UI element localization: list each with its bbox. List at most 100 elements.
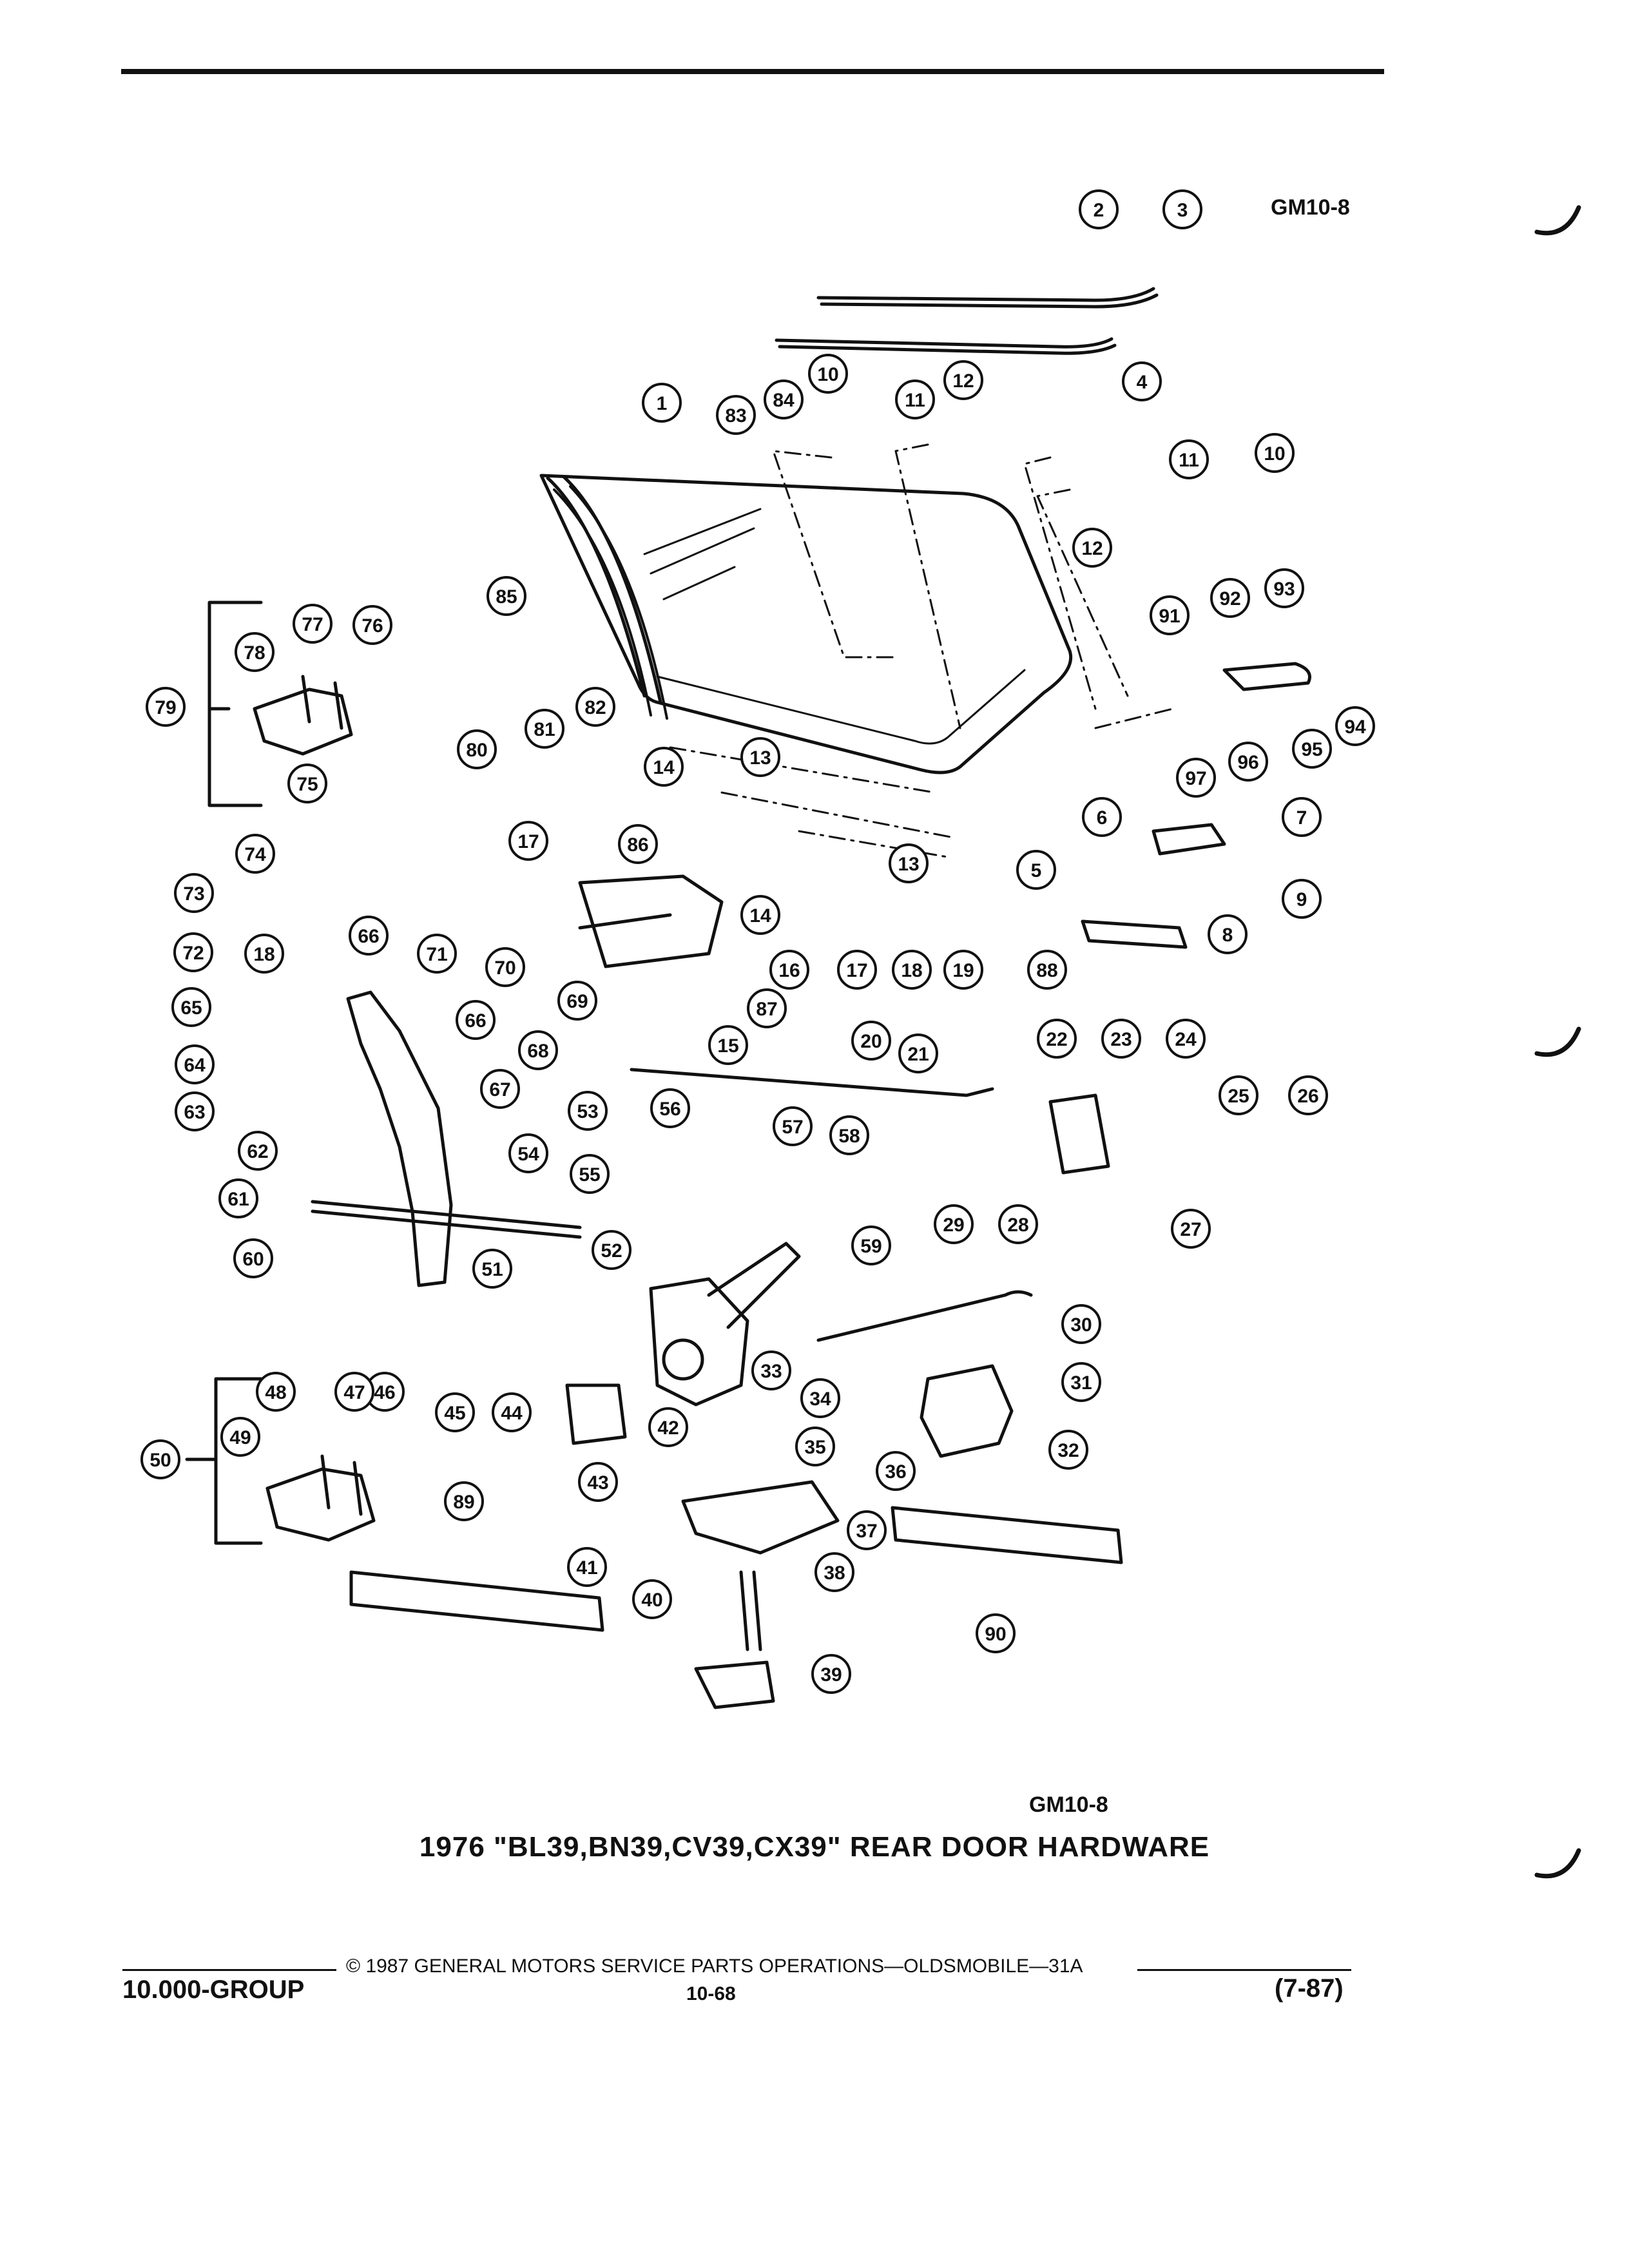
callout-label: 67 [489, 1079, 510, 1100]
callout-label: 92 [1219, 588, 1240, 610]
callout-circle [740, 737, 780, 777]
callout-label: 32 [1057, 1440, 1079, 1461]
callout-label: 12 [1081, 538, 1103, 559]
glass-inner-frame [656, 669, 1026, 745]
glass-run-channel-84 [553, 485, 668, 720]
reinforcement-plate [1081, 919, 1188, 949]
callout-circle [557, 981, 597, 1021]
callout-circle [480, 1069, 520, 1109]
callout-circle [769, 950, 809, 990]
callout-label: 28 [1007, 1215, 1028, 1236]
callout-label: 80 [466, 740, 487, 761]
callout-circle [173, 932, 213, 972]
callout-label: 89 [453, 1492, 474, 1513]
callout-97: 97 [1176, 758, 1216, 798]
callout-label: 84 [773, 390, 795, 411]
callout-label: 35 [804, 1437, 825, 1458]
callout-56: 56 [650, 1088, 690, 1128]
callout-circle [567, 1547, 607, 1587]
callout-label: 69 [566, 991, 588, 1012]
callout-86: 86 [618, 824, 658, 864]
callout-circle [508, 821, 548, 861]
callout-64: 64 [175, 1044, 215, 1084]
callout-label: 22 [1046, 1029, 1067, 1050]
callout-10: 10 [1255, 433, 1295, 473]
callout-label: 51 [481, 1259, 503, 1280]
callout-circle [618, 824, 658, 864]
callout-label: 54 [517, 1144, 539, 1165]
callout-circle [244, 934, 284, 974]
callout-label: 50 [149, 1450, 171, 1471]
callout-label: 15 [717, 1035, 738, 1057]
callout-circle [472, 1249, 512, 1289]
callout-circle [352, 605, 392, 645]
callout-label: 57 [782, 1117, 803, 1138]
callout-circle [1169, 439, 1209, 479]
callout-label: 68 [527, 1041, 548, 1062]
callout-5: 5 [1016, 850, 1056, 890]
callout-6: 6 [1082, 797, 1122, 837]
callout-label: 91 [1159, 606, 1180, 627]
top-rule [121, 69, 1384, 74]
window-regulator [649, 1242, 801, 1407]
callout-8: 8 [1208, 914, 1248, 954]
callout-label: 44 [501, 1403, 523, 1424]
footer-rule-left [122, 1969, 336, 1971]
callout-circle [592, 1230, 631, 1270]
handle-pad [1152, 823, 1226, 856]
callout-circle [417, 934, 457, 974]
callout-circle [174, 873, 214, 913]
callout-label: 10 [1264, 443, 1285, 465]
rear-channel-39 [694, 1570, 775, 1709]
callout-circle [1210, 578, 1250, 618]
callout-label: 6 [1097, 807, 1108, 829]
callout-81: 81 [525, 709, 564, 749]
callout-74: 74 [235, 834, 275, 874]
callout-circle [943, 950, 983, 990]
binder-mark [1534, 1026, 1581, 1057]
callout-circle [146, 687, 186, 727]
callout-69: 69 [557, 981, 597, 1021]
callout-circle [795, 1427, 835, 1466]
callout-61: 61 [218, 1178, 258, 1218]
callout-43: 43 [578, 1462, 618, 1502]
callout-4: 4 [1122, 361, 1162, 401]
door-glass [539, 474, 1073, 774]
callout-label: 62 [247, 1141, 268, 1162]
group-label: 10.000-GROUP [122, 1975, 305, 2004]
callout-label: 78 [244, 642, 265, 664]
callout-circle [444, 1481, 484, 1521]
callout-circle [334, 1372, 374, 1412]
callout-label: 43 [587, 1472, 608, 1494]
channel-rail [311, 1200, 582, 1239]
callout-76: 76 [352, 605, 392, 645]
callout-circle [220, 1417, 260, 1457]
callout-circle [898, 1033, 938, 1073]
callout-62: 62 [238, 1131, 278, 1171]
callout-85: 85 [487, 576, 526, 616]
callout-89: 89 [444, 1481, 484, 1521]
callout-2: 2 [1079, 189, 1119, 229]
callout-label: 18 [253, 944, 275, 965]
callout-circle [1037, 1019, 1077, 1059]
callout-circle [1282, 879, 1322, 919]
callout-label: 72 [182, 943, 204, 964]
callout-circle [998, 1204, 1038, 1244]
callout-40: 40 [632, 1579, 672, 1619]
callout-10: 10 [808, 354, 848, 394]
callout-label: 30 [1070, 1314, 1092, 1336]
callout-circle [837, 950, 877, 990]
callout-label: 42 [657, 1418, 679, 1439]
belt-molding-inner [775, 337, 1117, 355]
lower-panel-88 [349, 1570, 604, 1632]
callout-circle [175, 1044, 215, 1084]
callout-label: 49 [229, 1427, 251, 1448]
front-run-channel [346, 990, 453, 1287]
hinge-lower-bracket [185, 1377, 263, 1545]
callout-54: 54 [508, 1133, 548, 1173]
callout-circle [716, 395, 756, 435]
callout-label: 26 [1297, 1086, 1318, 1107]
callout-82: 82 [575, 687, 615, 727]
callout-91: 91 [1150, 595, 1190, 635]
